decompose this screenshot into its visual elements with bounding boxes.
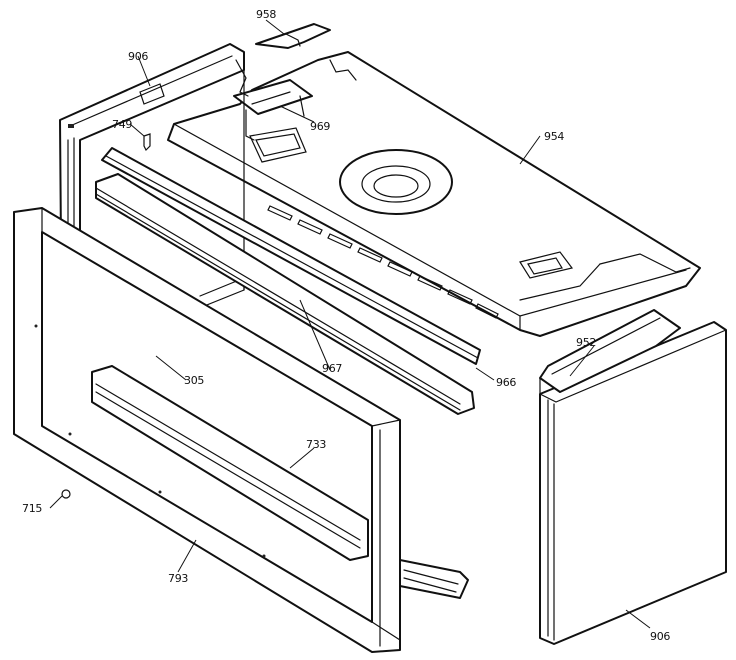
channel-952 [539, 309, 681, 395]
callout-954: 954 [544, 130, 564, 143]
top-panel-954 [167, 51, 701, 337]
callout-715: 715 [22, 502, 42, 515]
callout-749: 749 [112, 118, 132, 131]
callout-906-top: 906 [128, 50, 148, 63]
callout-305: 305 [184, 374, 204, 387]
callouts: 958 906 749 969 954 967 305 966 952 733 … [22, 8, 671, 643]
callout-966: 966 [496, 376, 516, 389]
callout-733: 733 [306, 438, 326, 451]
grille-bar-966 [95, 173, 475, 415]
callout-793: 793 [168, 572, 188, 585]
grille-733 [91, 365, 469, 599]
callout-958: 958 [256, 8, 276, 21]
screw-749 [143, 133, 151, 152]
clip-958 [255, 23, 331, 49]
callout-967: 967 [322, 362, 342, 375]
washer-715 [61, 489, 71, 499]
right-side-panel-906 [539, 321, 727, 645]
plate-969 [233, 79, 313, 141]
callout-969: 969 [310, 120, 330, 133]
callout-906-bottom: 906 [650, 630, 670, 643]
callout-952: 952 [576, 336, 596, 349]
grille-strip-967 [101, 147, 481, 365]
leader-lines [49, 19, 651, 629]
